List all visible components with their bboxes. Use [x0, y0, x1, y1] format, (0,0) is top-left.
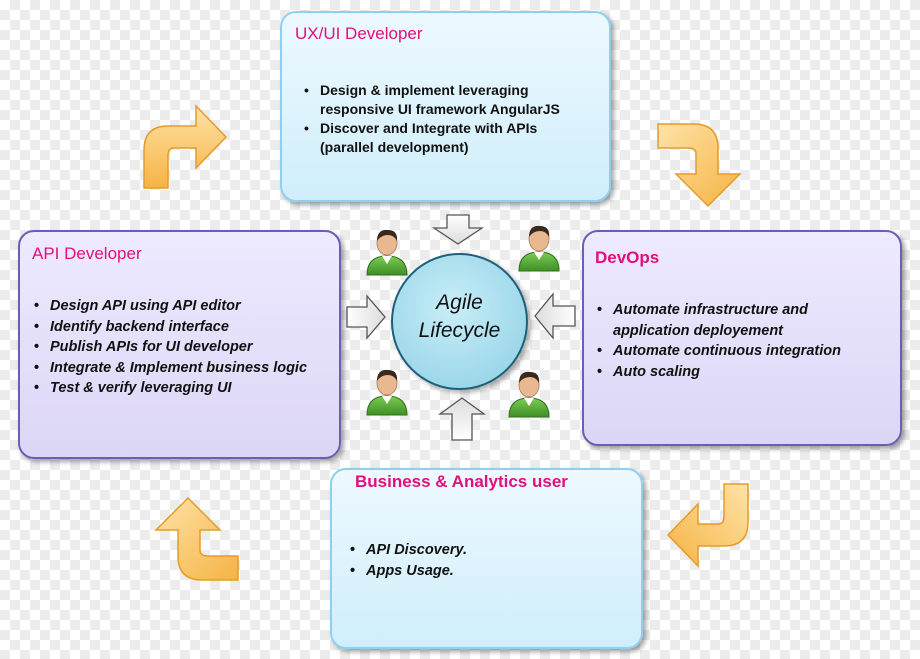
devops-title: DevOps: [595, 248, 660, 267]
list-item: Integrate & Implement business logic: [32, 358, 322, 379]
list-item: Identify backend interface: [32, 317, 322, 338]
curved-arrow-icon: [657, 123, 742, 208]
list-item: Test & verify leveraging UI: [32, 378, 322, 399]
business-analytics-title: Business & Analytics user: [355, 472, 568, 491]
list-item: Design & implement leveraging responsive…: [302, 81, 592, 119]
curved-arrow-icon: [154, 496, 239, 581]
curved-arrow-icon: [666, 483, 749, 568]
list-item: Design API using API editor: [32, 296, 322, 317]
person-icon: [366, 229, 408, 276]
block-arrow-up-icon: [438, 397, 486, 441]
ux-ui-developer-box: UX/UI Developer Design & implement lever…: [280, 11, 611, 202]
circle-line-2: Lifecycle: [418, 319, 501, 342]
list-item: API Discovery.: [348, 540, 608, 561]
ux-ui-developer-list: Design & implement leveraging responsive…: [302, 81, 592, 157]
curved-arrow-icon: [143, 104, 228, 189]
person-icon: [508, 371, 550, 418]
list-item: Automate continuous integration: [595, 341, 875, 362]
business-analytics-list: API Discovery. Apps Usage.: [348, 540, 608, 581]
list-item: Discover and Integrate with APIs (parall…: [302, 119, 592, 157]
api-developer-box: API Developer Design API using API edito…: [18, 230, 341, 459]
block-arrow-right-icon: [346, 294, 386, 340]
api-developer-title: API Developer: [32, 244, 142, 263]
api-developer-list: Design API using API editor Identify bac…: [32, 296, 322, 399]
devops-list: Automate infrastructure and application …: [595, 300, 875, 382]
circle-line-1: Agile: [436, 291, 483, 314]
agile-lifecycle-circle: Agile Lifecycle: [391, 253, 528, 390]
block-arrow-left-icon: [534, 292, 576, 340]
business-analytics-box: Business & Analytics user API Discovery.…: [330, 468, 643, 649]
devops-box: DevOps Automate infrastructure and appli…: [582, 230, 902, 446]
list-item: Publish APIs for UI developer: [32, 337, 322, 358]
list-item: Apps Usage.: [348, 561, 608, 582]
ux-ui-developer-title: UX/UI Developer: [295, 24, 423, 43]
block-arrow-down-icon: [431, 214, 485, 245]
person-icon: [518, 225, 560, 272]
list-item: Automate infrastructure and application …: [595, 300, 875, 341]
person-icon: [366, 369, 408, 416]
list-item: Auto scaling: [595, 362, 875, 383]
